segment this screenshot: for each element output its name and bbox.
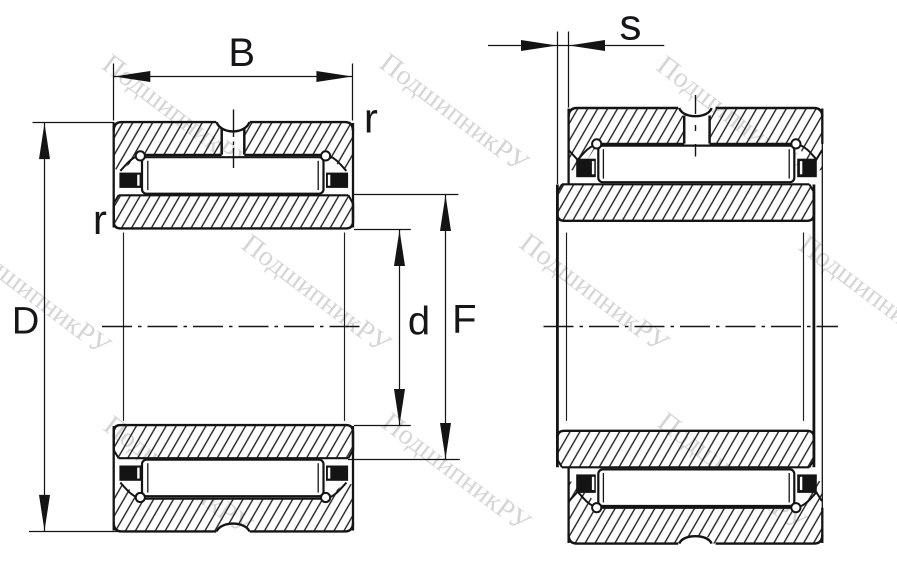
svg-text:r: r [364, 95, 378, 142]
svg-text:r: r [93, 196, 107, 243]
svg-text:d: d [408, 300, 430, 344]
svg-text:D: D [12, 301, 39, 343]
svg-text:F: F [452, 298, 476, 342]
svg-text:B: B [228, 31, 255, 75]
svg-text:s: s [620, 1, 642, 50]
